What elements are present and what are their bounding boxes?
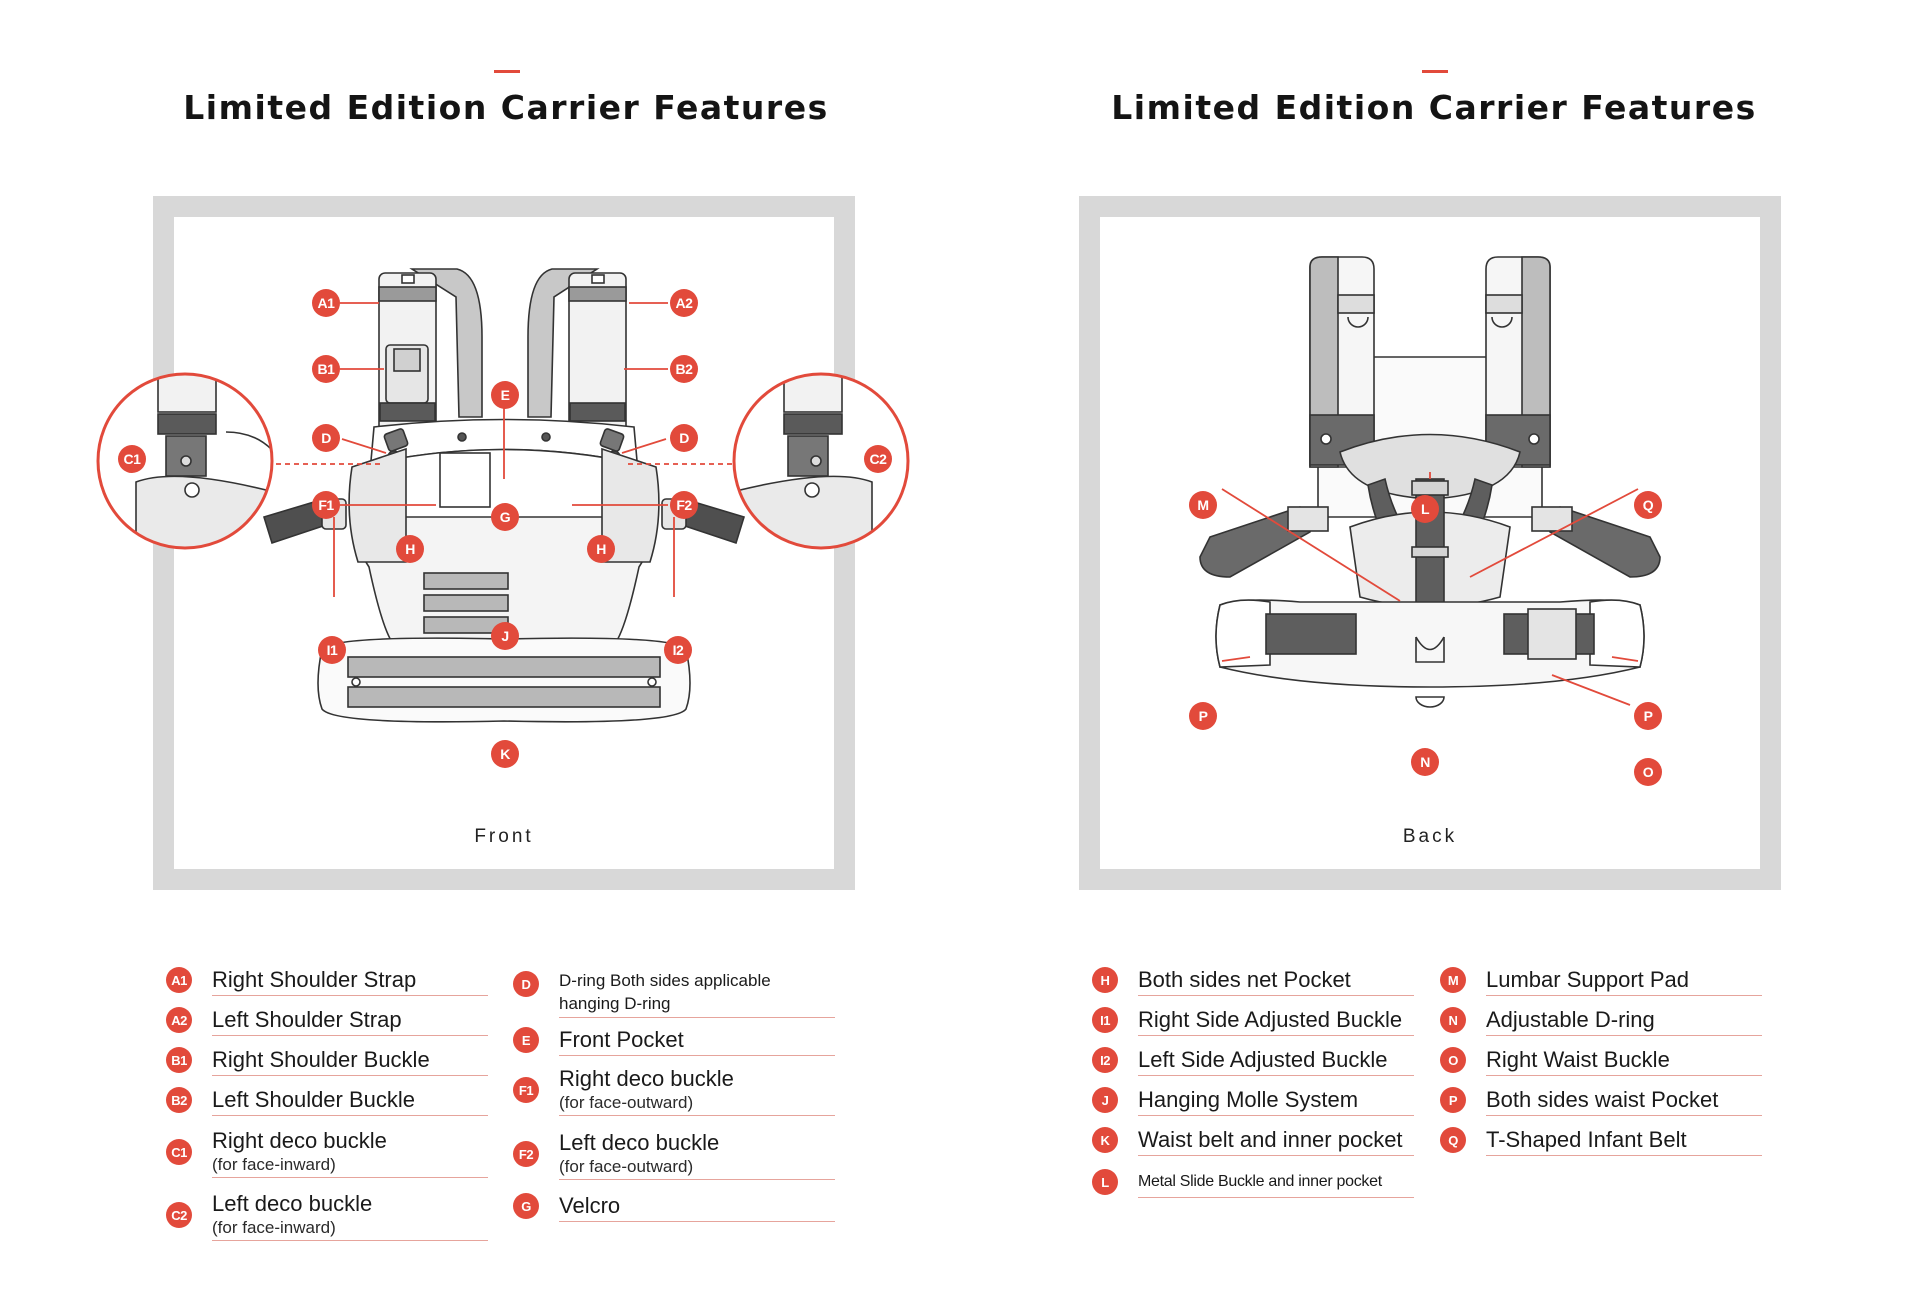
legend-badge: G (513, 1193, 539, 1219)
legend-badge: L (1092, 1169, 1118, 1195)
front-title-accent (494, 70, 520, 73)
legend-sublabel: (for face-outward) (559, 1157, 694, 1176)
legend-label: T-Shaped Infant Belt (1486, 1127, 1687, 1152)
marker-o: O (1634, 758, 1662, 786)
legend-label: Metal Slide Buckle and inner pocket (1138, 1173, 1382, 1190)
front-diagram-frame: Front (153, 196, 855, 890)
legend-label: Both sides net Pocket (1138, 967, 1351, 992)
back-diagram-frame: Back (1079, 196, 1781, 890)
front-carrier-illustration (240, 268, 768, 723)
marker-f2: F2 (670, 491, 698, 519)
legend-badge: J (1092, 1087, 1118, 1113)
marker-b2: B2 (670, 355, 698, 383)
marker-j: J (491, 622, 519, 650)
front-zoom-detail-right (732, 372, 910, 550)
marker-c2: C2 (864, 445, 892, 473)
legend-label: Right Side Adjusted Buckle (1138, 1007, 1403, 1032)
marker-b1: B1 (312, 355, 340, 383)
marker-a1: A1 (312, 289, 340, 317)
legend-label: Lumbar Support Pad (1486, 967, 1690, 992)
legend-label: Left Shoulder Strap (212, 1007, 402, 1032)
marker-i2: I2 (664, 636, 692, 664)
legend-label: Waist belt and inner pocket (1138, 1127, 1403, 1152)
marker-e: E (491, 381, 519, 409)
legend-label: Left deco buckle (559, 1130, 720, 1155)
legend-badge: O (1440, 1047, 1466, 1073)
legend-label: Left Shoulder Buckle (212, 1087, 416, 1112)
back-panel-title: Limited Edition Carrier Features (1111, 88, 1757, 127)
legend-badge: E (513, 1027, 539, 1053)
legend-label: Right Shoulder Buckle (212, 1047, 430, 1072)
legend-label: Left Side Adjusted Buckle (1138, 1047, 1388, 1072)
legend-badge: C2 (166, 1202, 192, 1228)
marker-i1: I1 (318, 636, 346, 664)
marker-g: G (491, 503, 519, 531)
marker-n: N (1411, 748, 1439, 776)
marker-l: L (1411, 495, 1439, 523)
legend-sublabel: (for face-inward) (212, 1155, 336, 1174)
legend-label: Hanging Molle System (1138, 1087, 1359, 1112)
marker-d-left: D (670, 424, 698, 452)
legend-badge: N (1440, 1007, 1466, 1033)
legend-sublabel: (for face-outward) (559, 1093, 694, 1112)
legend-badge: B1 (166, 1047, 192, 1073)
marker-p-left: P (1634, 702, 1662, 730)
legend-badge: I1 (1092, 1007, 1118, 1033)
marker-q: Q (1634, 491, 1662, 519)
legend-label: D-ring Both sides applicable hanging D-r… (559, 971, 771, 1013)
marker-f1: F1 (312, 491, 340, 519)
marker-p-right: P (1189, 702, 1217, 730)
legend-label: Velcro (559, 1193, 621, 1218)
legend-badge: A2 (166, 1007, 192, 1033)
legend-badge: C1 (166, 1139, 192, 1165)
legend-badge: I2 (1092, 1047, 1118, 1073)
legend-badge: F2 (513, 1141, 539, 1167)
front-zoom-detail-left (96, 372, 274, 550)
legend-badge: M (1440, 967, 1466, 993)
front-diagram-canvas: Front (174, 217, 834, 869)
legend-badge: F1 (513, 1077, 539, 1103)
marker-h-right: H (396, 535, 424, 563)
back-title-accent (1422, 70, 1448, 73)
legend-badge: H (1092, 967, 1118, 993)
marker-m: M (1189, 491, 1217, 519)
legend-label: Left deco buckle (212, 1191, 373, 1216)
legend-label: Right Shoulder Strap (212, 967, 417, 992)
legend-badge: K (1092, 1127, 1118, 1153)
legend-sublabel: (for face-inward) (212, 1218, 336, 1237)
marker-a2: A2 (670, 289, 698, 317)
legend-label: Front Pocket (559, 1027, 684, 1052)
legend-label: Right deco buckle (212, 1128, 387, 1153)
back-view-label: Back (1402, 826, 1458, 847)
marker-d-right: D (312, 424, 340, 452)
legend-badge: B2 (166, 1087, 192, 1113)
back-carrier-illustration (1199, 256, 1661, 708)
legend-badge: A1 (166, 967, 192, 993)
legend-badge: D (513, 971, 539, 997)
front-panel-title: Limited Edition Carrier Features (183, 88, 829, 127)
legend-badge: P (1440, 1087, 1466, 1113)
front-view-label: Front (474, 826, 534, 847)
marker-c1: C1 (118, 445, 146, 473)
legend-label: Right deco buckle (559, 1066, 734, 1091)
legend-label: Adjustable D-ring (1486, 1007, 1655, 1032)
marker-h-left: H (587, 535, 615, 563)
legend-label: Both sides waist Pocket (1486, 1087, 1719, 1112)
legend-badge: Q (1440, 1127, 1466, 1153)
marker-k: K (491, 740, 519, 768)
legend-label: Right Waist Buckle (1486, 1047, 1670, 1072)
